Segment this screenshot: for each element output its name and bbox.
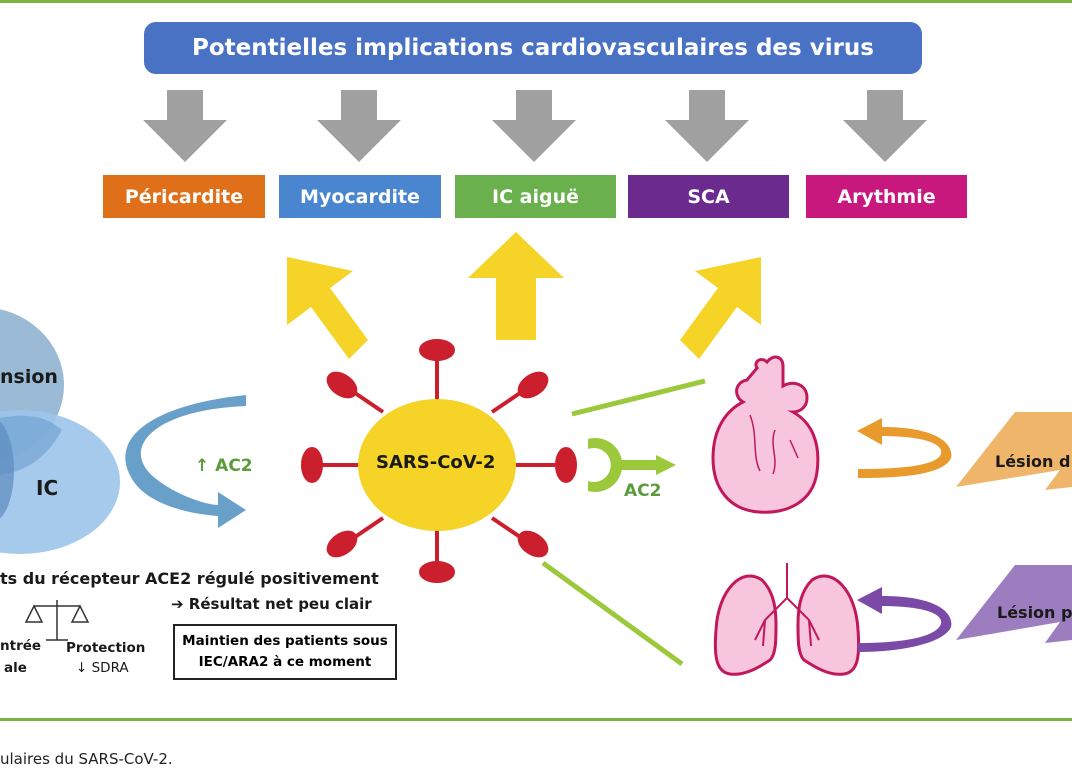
virus-label: SARS-CoV-2 [376,452,496,473]
gray-arrow-1 [143,90,227,162]
gray-arrow-5 [843,90,927,162]
gray-arrow-4 [665,90,749,162]
protection-label: Protection [66,640,146,656]
purple-curved-arrow [857,587,952,652]
category-arythmie: Arythmie [806,175,967,218]
venn-overlap [0,415,62,475]
heart-lesion-label: Lésion d [995,452,1071,471]
balance-scale-icon [24,600,90,641]
venn-bottom-label: IC [36,476,59,500]
top-border-line [0,0,1072,3]
maintien-line-2: IEC/ARA2 à ce moment [198,654,372,670]
sdra-label: ↓ SDRA [76,660,129,676]
heart-lesion-shape [956,412,1072,490]
green-line-heart [571,378,706,417]
category-myocardite: Myocardite [279,175,441,218]
bottom-border-line [0,718,1072,721]
curved-blue-arrow [125,395,246,528]
category-ic-aigue: IC aiguë [455,175,616,218]
category-sca: SCA [628,175,789,218]
venn-inner-dark [0,421,14,519]
ace2-result: ➔ Résultat net peu clair [171,595,372,613]
category-pericardite: Péricardite [103,175,265,218]
virus-body [358,399,516,531]
yellow-arrow-left [287,257,368,359]
yellow-arrow-up [468,232,564,340]
maintien-box: Maintien des patients sous IEC/ARA2 à ce… [173,624,397,680]
orange-curved-arrow [857,418,952,478]
lung-lesion-shape [956,565,1072,643]
gray-arrow-3 [492,90,576,162]
venn-top-label: nsion [0,366,58,388]
lung-lesion-label: Lésion p [997,603,1072,622]
receptor-label: AC2 [624,481,662,501]
virus-spikes [301,339,577,583]
receptor-stem [612,460,656,470]
heart-icon [711,355,820,514]
ac2-up-label: ↑ AC2 [195,456,253,476]
receptor-shape [588,437,623,492]
ace2-left-line1: ntrée [0,638,42,654]
lungs-icon [713,563,861,676]
ace2-title: ts du récepteur ACE2 régulé positivement [0,569,379,588]
receptor-arrowhead [656,455,676,475]
title-banner: Potentielles implications cardiovasculai… [144,22,922,74]
green-line-lung [541,560,684,667]
ace2-left-line2: ale [4,660,27,676]
maintien-line-1: Maintien des patients sous [182,633,388,649]
gray-arrow-2 [317,90,401,162]
yellow-arrow-right [680,257,761,359]
figure-caption: ulaires du SARS-CoV-2. [0,750,173,768]
